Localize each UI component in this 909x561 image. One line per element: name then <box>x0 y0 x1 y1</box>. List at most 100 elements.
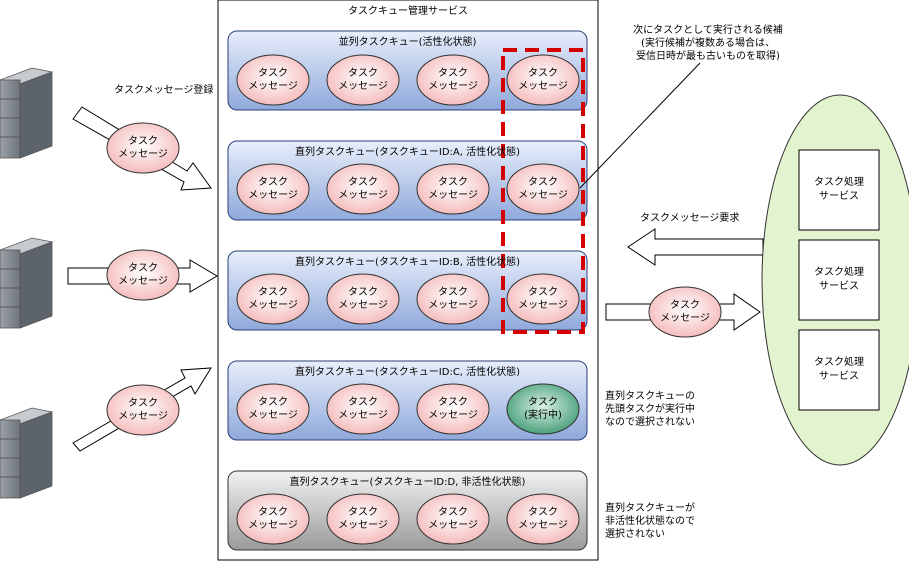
message-label-line: タスク <box>348 507 378 518</box>
message-ellipse <box>416 383 490 435</box>
message-label-line: メッセージ <box>338 81 388 92</box>
note-running-line: なので選択されない <box>605 417 695 428</box>
message-label-line: タスク <box>128 263 158 274</box>
message-label-line: タスク <box>528 287 558 298</box>
message-label-line: タスク <box>258 177 288 188</box>
message-label: タスクメッセージ <box>418 176 488 202</box>
server-icon-2 <box>0 237 54 329</box>
message-label-line: メッセージ <box>248 81 298 92</box>
server-icon-3 <box>0 407 54 499</box>
queue-box-b <box>227 250 588 331</box>
queue-title-b: 直列タスクキュー(タスクキューID:B, 活性化状態) <box>294 257 521 268</box>
message-ellipse <box>326 493 400 545</box>
processor-label-line: サービス <box>819 371 859 382</box>
message-ellipse <box>506 493 580 545</box>
queue-title-parallel: 並列タスクキュー(活性化状態) <box>338 37 477 48</box>
message-label-line: タスク <box>258 507 288 518</box>
message-label: タスクメッセージ <box>238 396 308 422</box>
message-label-line: メッセージ <box>428 81 478 92</box>
message-ellipse <box>236 493 310 545</box>
message-label: タスクメッセージ <box>418 67 488 93</box>
request-arrow <box>627 228 764 266</box>
message-label-line: タスク <box>528 507 558 518</box>
note-running-line: 先頭タスクが実行中 <box>605 404 695 415</box>
candidate-highlight-box <box>501 48 585 334</box>
note-running-line: 直列タスクキューの <box>605 391 695 402</box>
message-ellipse <box>326 383 400 435</box>
message-label-line: タスク <box>348 68 378 79</box>
message-label-line: メッセージ <box>660 313 710 324</box>
message-label: タスクメッセージ <box>238 286 308 312</box>
message-ellipse <box>326 54 400 106</box>
queue-messages <box>236 54 580 545</box>
processor-label-line: サービス <box>819 191 859 202</box>
message-label-line: メッセージ <box>248 520 298 531</box>
note-inactive-line: 非活性化状態なので <box>605 516 695 527</box>
message-label: タスクメッセージ <box>328 176 398 202</box>
message-label-line: メッセージ <box>428 300 478 311</box>
message-label-line: タスク <box>348 397 378 408</box>
candidate-note: 次にタスクとして実行される候補 (実行候補が複数ある場合は、 受信日時が最も古い… <box>608 24 808 63</box>
message-label-line: タスク <box>258 287 288 298</box>
message-label-line: メッセージ <box>248 190 298 201</box>
message-label-line: メッセージ <box>118 149 168 160</box>
message-label: タスクメッセージ <box>238 506 308 532</box>
message-label-line: タスク <box>128 398 158 409</box>
message-label-line: メッセージ <box>428 410 478 421</box>
message-label-line: タスク <box>438 507 468 518</box>
message-label: タスクメッセージ <box>508 506 578 532</box>
running-task-ellipse <box>506 383 580 435</box>
message-ellipse <box>236 163 310 215</box>
message-label: タスクメッセージ <box>328 286 398 312</box>
message-label: タスクメッセージ <box>418 506 488 532</box>
message-ellipse <box>506 54 580 106</box>
message-label-line: メッセージ <box>518 190 568 201</box>
message-label: タスクメッセージ <box>238 67 308 93</box>
message-label: タスクメッセージ <box>508 67 578 93</box>
message-label-line: メッセージ <box>338 190 388 201</box>
queue-box-parallel <box>227 30 588 111</box>
processor-label-line: タスク処理 <box>814 177 864 188</box>
register-label: タスクメッセージ登録 <box>114 85 214 96</box>
queue-title-a: 直列タスクキュー(タスクキューID:A, 活性化状態) <box>294 147 521 158</box>
processor-label-line: タスク処理 <box>814 357 864 368</box>
message-label: タスクメッセージ <box>508 286 578 312</box>
message-label: タスクメッセージ <box>238 176 308 202</box>
message-label-line: メッセージ <box>338 520 388 531</box>
note-running: 直列タスクキューの 先頭タスクが実行中 なので選択されない <box>605 390 695 429</box>
processor-label-1: タスク処理 サービス <box>799 176 879 204</box>
queue-title-d: 直列タスクキュー(タスクキューID:D, 非活性化状態) <box>289 477 526 488</box>
candidate-note-line: 受信日時が最も古いものを取得) <box>636 51 780 62</box>
message-label-line: タスク <box>348 287 378 298</box>
note-inactive-line: 直列タスクキューが <box>605 503 695 514</box>
message-label-line: メッセージ <box>428 190 478 201</box>
message-label-line: タスク <box>670 300 700 311</box>
message-label-line: メッセージ <box>118 276 168 287</box>
message-label-line: メッセージ <box>518 300 568 311</box>
processor-label-3: タスク処理 サービス <box>799 356 879 384</box>
message-label: タスクメッセージ <box>108 397 178 423</box>
processor-box-3 <box>798 329 880 411</box>
message-label-line: タスク <box>528 68 558 79</box>
candidate-note-line: (実行候補が複数ある場合は、 <box>641 38 775 49</box>
message-label: タスクメッセージ <box>418 286 488 312</box>
message-label-line: タスク <box>438 287 468 298</box>
message-ellipse <box>416 163 490 215</box>
message-label-line: タスク <box>258 68 288 79</box>
outgoing-message-ellipse <box>648 286 722 338</box>
message-label-line: タスク <box>128 136 158 147</box>
processor-label-line: タスク処理 <box>814 267 864 278</box>
queue-box-c <box>227 360 588 441</box>
message-label: タスクメッセージ <box>108 262 178 288</box>
message-ellipse <box>416 273 490 325</box>
processor-label-2: タスク処理 サービス <box>799 266 879 294</box>
message-label-line: タスク <box>348 177 378 188</box>
processor-label-line: サービス <box>819 281 859 292</box>
message-ellipse <box>326 273 400 325</box>
message-label-line: タスク <box>528 177 558 188</box>
message-ellipse <box>236 383 310 435</box>
processor-box-2 <box>798 239 880 321</box>
message-ellipse <box>236 273 310 325</box>
running-task-label-line: タスク <box>528 397 558 408</box>
